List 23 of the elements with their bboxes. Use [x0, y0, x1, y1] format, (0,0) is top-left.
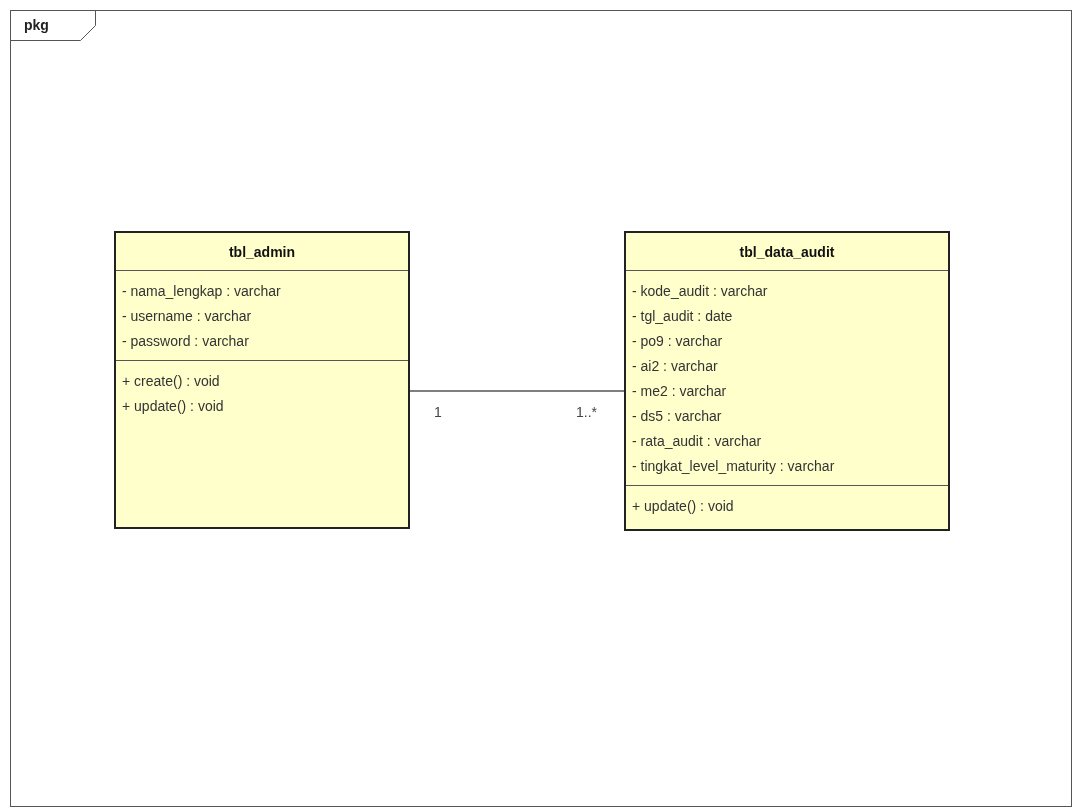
association-line: [409, 390, 625, 392]
attribute-text: - ds5 : varchar: [632, 407, 723, 426]
package-label: pkg: [24, 17, 49, 33]
package-frame: [10, 10, 1072, 807]
class-name: tbl_data_audit: [626, 233, 948, 271]
class-box: [114, 231, 410, 529]
multiplicity-label: 1: [434, 404, 442, 420]
attribute-text: - me2 : varchar: [632, 382, 728, 401]
class-box: [624, 231, 950, 531]
attribute-text: - password : varchar: [122, 332, 250, 351]
multiplicity-label: 1..*: [576, 404, 597, 420]
class-name: tbl_admin: [116, 233, 408, 271]
attribute-text: - tingkat_level_maturity : varchar: [632, 457, 836, 476]
method-text: + create() : void: [122, 372, 221, 391]
attribute-text: - nama_lengkap : varchar: [122, 282, 282, 301]
attribute-text: - po9 : varchar: [632, 332, 724, 351]
attribute-text: - ai2 : varchar: [632, 357, 719, 376]
attribute-text: - rata_audit : varchar: [632, 432, 763, 451]
attribute-text: - kode_audit : varchar: [632, 282, 769, 301]
method-text: + update() : void: [632, 497, 735, 516]
attribute-text: - username : varchar: [122, 307, 253, 326]
method-text: + update() : void: [122, 397, 225, 416]
attribute-text: - tgl_audit : date: [632, 307, 734, 326]
